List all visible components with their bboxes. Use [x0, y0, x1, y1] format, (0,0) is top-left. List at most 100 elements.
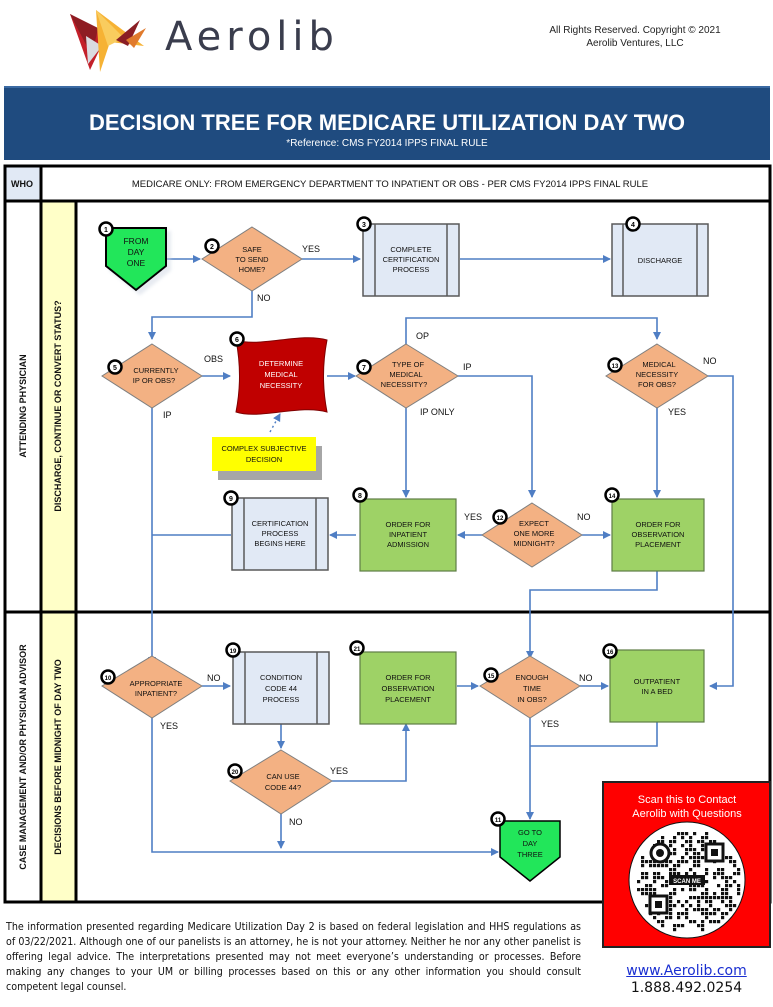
qr-module [693, 832, 697, 836]
badge-20: 20 [227, 763, 243, 779]
qr-module [665, 884, 669, 888]
phase-cell-1 [42, 202, 75, 611]
node-9-certification-begins[interactable]: CERTIFICATION PROCESS BEGINS HERE [231, 497, 329, 571]
note-line-2: DECISION [246, 455, 282, 464]
qr-module [693, 884, 697, 888]
qr-module [693, 864, 697, 868]
qr-module [641, 860, 645, 864]
node-13-line-2: NECESSITY [636, 370, 679, 379]
qr-module [717, 920, 721, 924]
who-header-cell [6, 167, 40, 200]
qr-module [645, 892, 649, 896]
node-8-line-3: ADMISSION [387, 540, 429, 549]
node-6-determine-medical-necessity[interactable]: DETERMINE MEDICAL NECESSITY [235, 337, 328, 415]
qr-module [689, 920, 693, 924]
qr-module [701, 920, 705, 924]
node-2-line-3: HOME? [239, 265, 266, 274]
qr-module [645, 876, 649, 880]
qr-module [665, 916, 669, 920]
qr-module [693, 896, 697, 900]
qr-module [669, 868, 673, 872]
qr-module [725, 912, 729, 916]
node-21-order-observation[interactable]: ORDER FOR OBSERVATION PLACEMENT [359, 651, 457, 725]
node-15-enough-time-in-obs[interactable]: ENOUGH TIME IN OBS? [479, 655, 581, 719]
qr-module [701, 884, 705, 888]
node-8-order-inpatient-admission[interactable]: ORDER FOR INPATIENT ADMISSION [359, 498, 457, 572]
badge-9: 9 [223, 490, 239, 506]
node-4-discharge[interactable]: DISCHARGE [611, 223, 709, 297]
qr-module [669, 908, 673, 912]
node-6-line-1: DETERMINE [259, 359, 303, 368]
node-7-type-of-medical-necessity[interactable]: TYPE OF MEDICAL NECESSITY? [355, 343, 459, 409]
svg-text:9: 9 [229, 496, 233, 503]
qr-module [637, 888, 641, 892]
label-n20-no: NO [289, 817, 303, 827]
qr-module [677, 872, 681, 876]
label-n10-yes: YES [160, 721, 178, 731]
qr-module [653, 872, 657, 876]
qr-module [697, 860, 701, 864]
node-5-currently-ip-or-obs[interactable]: CURRENTLY IP OR OBS? [101, 343, 203, 409]
badge-6: 6 [229, 331, 245, 347]
qr-code-icon[interactable]: SCAN ME [628, 821, 746, 939]
node-10-appropriate-inpatient[interactable]: APPROPRIATE INPATIENT? [101, 655, 203, 719]
qr-module [689, 884, 693, 888]
qr-module [641, 888, 645, 892]
node-12-line-3: MIDNIGHT? [513, 539, 554, 548]
svg-text:11: 11 [495, 818, 502, 824]
qr-contact-panel[interactable]: Scan this to Contact Aerolib with Questi… [602, 781, 771, 948]
badge-4: 4 [625, 216, 641, 232]
qr-module [721, 912, 725, 916]
title-banner: DECISION TREE FOR MEDICARE UTILIZATION D… [4, 86, 770, 160]
lane-2-phase: DECISIONS BEFORE MIDNIGHT OF DAY TWO [53, 659, 63, 855]
qr-module [649, 888, 653, 892]
aerolib-logo-icon [70, 10, 146, 72]
qr-module [721, 876, 725, 880]
node-19-condition-code-44[interactable]: CONDITION CODE 44 PROCESS [232, 651, 330, 725]
qr-module [661, 884, 665, 888]
node-2-safe-to-send-home[interactable]: SAFE TO SEND HOME? [201, 226, 303, 292]
node-14-order-observation[interactable]: ORDER FOR OBSERVATION PLACEMENT [611, 498, 705, 572]
qr-module [685, 848, 689, 852]
edge-13-16 [708, 375, 734, 690]
qr-module [701, 848, 705, 852]
qr-module [665, 860, 669, 864]
qr-module [673, 928, 677, 932]
qr-module [661, 876, 665, 880]
node-1-line-1: FROM [123, 236, 148, 246]
edge-7-12 [458, 375, 536, 498]
qr-module [709, 904, 713, 908]
qr-module [721, 872, 725, 876]
qr-module [737, 892, 741, 896]
node-16-outpatient-in-a-bed[interactable]: OUTPATIENT IN A BED [609, 649, 705, 723]
node-11-line-1: GO TO [518, 828, 542, 837]
qr-module [689, 896, 693, 900]
qr-module [725, 884, 729, 888]
qr-module [725, 888, 729, 892]
node-3-complete-certification[interactable]: COMPLETE CERTIFICATION PROCESS [362, 223, 460, 297]
node-13-medical-necessity-for-obs[interactable]: MEDICAL NECESSITY FOR OBS? [605, 343, 709, 409]
who-header-label: WHO [11, 179, 33, 189]
node-6-line-3: NECESSITY [260, 381, 303, 390]
label-n2-yes: YES [302, 244, 320, 254]
qr-module [713, 896, 717, 900]
qr-module [697, 908, 701, 912]
website-link[interactable]: www.Aerolib.com [626, 963, 747, 979]
qr-module [729, 900, 733, 904]
qr-module [641, 892, 645, 896]
qr-module [693, 860, 697, 864]
label-n13-yes: YES [668, 407, 686, 417]
grid-border [3, 164, 772, 904]
node-19-line-1: CONDITION [260, 673, 302, 682]
qr-module [721, 916, 725, 920]
legal-disclaimer: The information presented regarding Medi… [6, 921, 581, 993]
qr-module [701, 924, 705, 928]
node-12-line-2: ONE MORE [514, 529, 555, 538]
qr-module [685, 860, 689, 864]
qr-module [705, 888, 709, 892]
qr-module [713, 876, 717, 880]
node-1-from-day-one[interactable]: FROM DAY ONE [105, 227, 167, 292]
qr-module [669, 900, 673, 904]
node-11-go-to-day-three[interactable]: GO TO DAY THREE [499, 820, 561, 882]
node-20-can-use-code-44[interactable]: CAN USE CODE 44? [229, 749, 333, 815]
